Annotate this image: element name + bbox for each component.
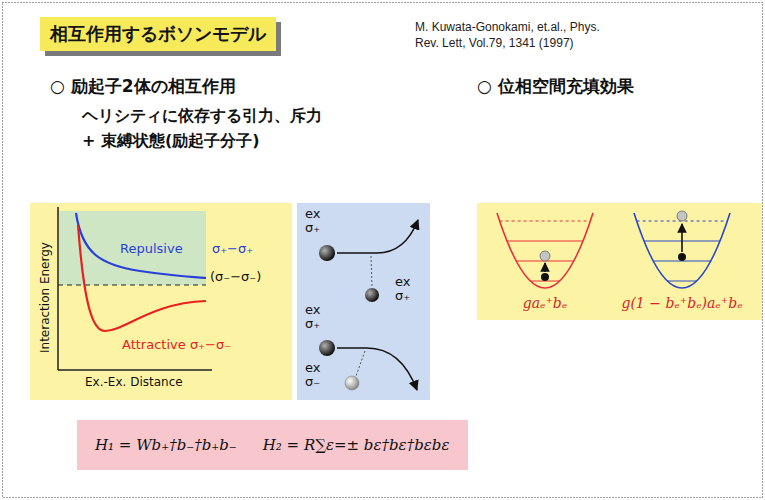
exciton-ball [365,288,379,302]
formula: H₂ = R∑ε=± bε†bε†bεbε [263,436,450,454]
spin-pair-label: σ₊−σ₋ [190,337,231,353]
exciton-label: ex σ₊ [305,303,327,330]
exciton-ball [319,340,335,356]
exciton-label: ex σ₊ [305,207,327,234]
title-text: 相互作用するボソンモデル [40,17,276,51]
text-slot: ex σ₊ [305,207,327,234]
exciton-label: ex σ₊ [395,275,417,302]
text-slot: σ₊−σ₋ [190,337,231,353]
text-slot: H₁ = Wb₊†b₋†b₊b₋ [95,436,237,454]
level-line [500,221,591,222]
y-axis [57,207,59,370]
formula: H₁ = Wb₊†b₋†b₊b₋ [95,436,237,454]
axis-label: Interaction Energy [38,242,52,353]
particle-dot [541,273,549,281]
operator-label: g(1 − bₑ⁺bₑ)aₑ⁺bₑ [621,295,742,312]
repulsive-curve [76,213,206,278]
text-slot: (σ₋−σ₋) [210,269,261,285]
text-slot: g(1 − bₑ⁺bₑ)aₑ⁺bₑ [621,295,742,312]
label-slot: ○ 位相空間充填効果 [477,76,634,96]
axis-label: Ex.-Ex. Distance [85,375,183,389]
text-slot: ex σ₊ [395,275,417,302]
curve-label: Repulsive [120,241,183,257]
exciton-ball [345,376,359,390]
text-slot: Attractive [122,337,186,353]
spin-pair-label: (σ₋−σ₋) [210,269,261,285]
trajectory [337,348,417,390]
section-heading: ○ 位相空間充填効果 [477,76,634,96]
section-heading: ○ 励起子2体の相互作用 [50,76,236,96]
level-line [667,281,696,282]
operator-label: gaₑ⁺bₑ [523,295,568,312]
label-slot: M. Kuwata-Gonokami, et.al., Phys. Rev. L… [415,20,620,51]
text-slot: Ex.-Ex. Distance [85,375,183,389]
curve-label: Attractive [122,337,186,353]
text-slot: H₂ = R∑ε=± bε†bε†bεbε [263,436,450,454]
graph-panel: Repulsive σ₊−σ₊ (σ₋−σ₋) Attractiveσ₊−σ₋ Inte… [30,203,292,400]
scattering-panel: ex σ₊ ex σ₊ ex σ₊ ex σ₋ [297,203,430,400]
title-box: 相互作用するボソンモデル [40,17,276,51]
label-slot: ○ 励起子2体の相互作用 [50,76,236,96]
interaction-graph [30,203,292,400]
interaction-line [356,351,365,376]
reference-note: M. Kuwata-Gonokami, et.al., Phys. Rev. L… [415,20,620,51]
text-slot: ex σ₊ [305,303,327,330]
particle-dot [678,253,686,261]
text-slot: Interaction Energy [38,242,52,353]
transition-arrow [544,263,546,272]
phase-space-panel: gaₑ⁺bₑ g(1 − bₑ⁺bₑ)aₑ⁺bₑ [477,203,762,320]
exciton-label: ex σ₋ [305,361,327,388]
transition-arrow [681,224,683,252]
level-line [507,241,583,242]
label-slot: ヘリシティに依存する引力、斥力 + 束縛状態(励起子分子) [82,104,330,154]
text-slot: Repulsive [120,241,183,257]
attractive-curve [78,225,206,331]
hamiltonian-box: H₁ = Wb₊†b₋†b₊b₋ H₂ = R∑ε=± bε†bε†bεbε [77,420,468,470]
zero-energy-line [58,284,206,285]
text-slot: σ₊−σ₊ [212,241,253,257]
text-slot: ex σ₋ [305,361,327,388]
description-text: ヘリシティに依存する引力、斥力 + 束縛状態(励起子分子) [82,104,330,154]
trajectory [337,220,418,253]
x-axis [58,369,212,371]
spin-pair-label: σ₊−σ₊ [212,241,253,257]
exciton-ball [319,245,335,261]
dotted-border [3,3,763,498]
parabola [634,213,730,288]
interaction-line [371,256,372,287]
particle-dot [540,251,550,261]
text-slot: gaₑ⁺bₑ [523,295,568,312]
parabola [497,213,593,288]
particle-dot [677,211,687,221]
